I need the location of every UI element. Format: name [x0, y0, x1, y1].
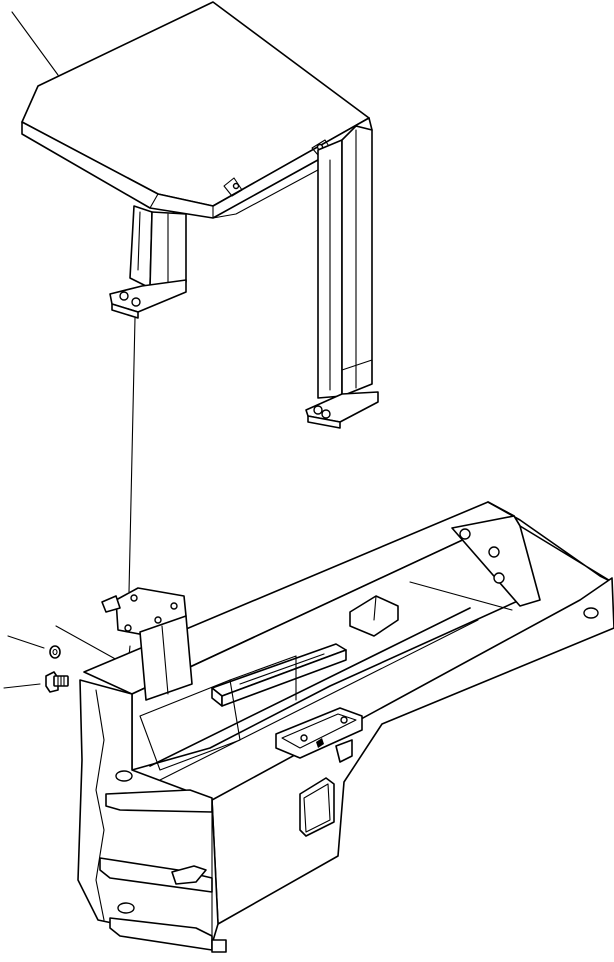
bolt-icon [45, 671, 69, 693]
base-bolt-hole [119, 291, 129, 301]
roof-bracket-front [223, 177, 243, 197]
frame-side-hole [583, 607, 599, 619]
frame [77, 501, 614, 953]
washer-leader-line [7, 635, 45, 649]
canopy [11, 1, 379, 429]
front-lower-pin-hole [117, 902, 135, 914]
front-upper-tab [105, 789, 213, 813]
bolt-leader-line [3, 683, 41, 689]
assembly-center-line [128, 317, 136, 593]
front-post-side [129, 205, 153, 289]
base-bolt-hole [131, 297, 141, 307]
canopy-roof [21, 1, 370, 207]
frame-access-cover [299, 777, 335, 837]
rear-post-face [341, 125, 373, 397]
base-bolt-hole [321, 409, 331, 419]
base-bolt-hole [313, 405, 323, 415]
canopy-mount-post [139, 615, 193, 701]
canopy-leader-line [11, 11, 59, 76]
washer-icon [49, 645, 61, 659]
front-pin-hole [115, 770, 133, 782]
frame-right-side-wall [211, 577, 614, 925]
frame-rear-crossmember [451, 515, 541, 607]
